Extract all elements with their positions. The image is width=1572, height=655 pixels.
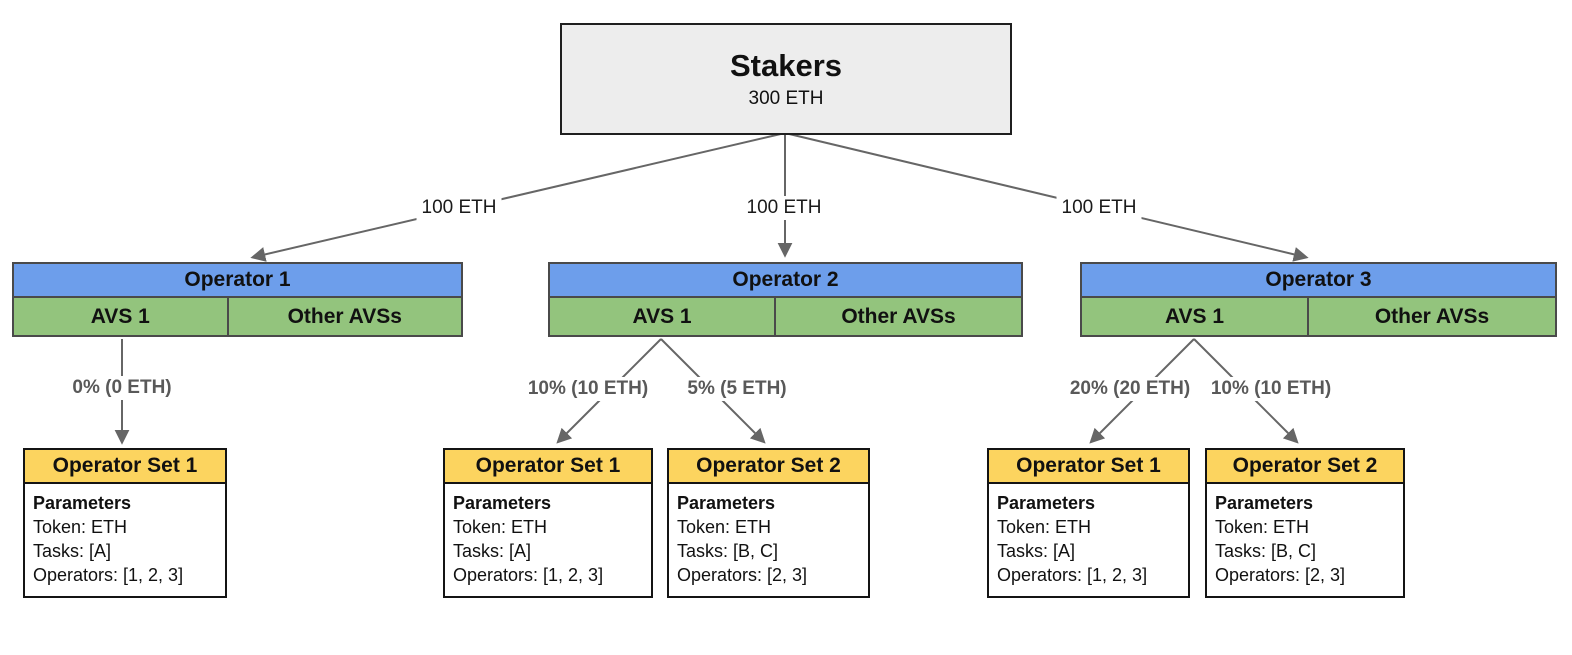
allocation-label-op2-set1: 10% (10 ETH)	[523, 377, 653, 401]
stakers-box: Stakers 300 ETH	[560, 23, 1012, 135]
operator3-avs1-cell: AVS 1	[1082, 298, 1310, 335]
operator2-avs1-cell: AVS 1	[550, 298, 777, 335]
parameters-heading: Parameters	[453, 493, 552, 513]
operator3-other-avss-cell: Other AVSs	[1309, 298, 1555, 335]
edge-stakers-operator3	[784, 132, 1309, 262]
param-operators: Operators: [2, 3]	[677, 565, 808, 585]
allocation-label-op1-set1: 0% (0 ETH)	[68, 376, 176, 400]
operator1-header: Operator 1	[14, 264, 461, 298]
param-operators: Operators: [1, 2, 3]	[997, 565, 1148, 585]
param-token: Token: ETH	[33, 517, 128, 537]
allocation-label-op2-set2: 5% (5 ETH)	[683, 377, 791, 401]
allocation-label-op3-set1: 20% (20 ETH)	[1065, 377, 1195, 401]
stakers-amount: 300 ETH	[748, 88, 824, 109]
allocation-label-op3-set2: 10% (10 ETH)	[1206, 377, 1336, 401]
op3-operator-set-1-title: Operator Set 1	[989, 450, 1188, 484]
parameters-heading: Parameters	[33, 493, 132, 513]
param-tasks: Tasks: [A]	[453, 541, 532, 561]
delegation-label-3: 100 ETH	[1056, 196, 1142, 220]
operator1-box: Operator 1 AVS 1 Other AVSs	[12, 262, 463, 337]
operator2-box: Operator 2 AVS 1 Other AVSs	[548, 262, 1023, 337]
param-token: Token: ETH	[1215, 517, 1310, 537]
op3-operator-set-2-title: Operator Set 2	[1207, 450, 1403, 484]
operator2-other-avss-cell: Other AVSs	[776, 298, 1021, 335]
param-operators: Operators: [1, 2, 3]	[33, 565, 184, 585]
param-operators: Operators: [1, 2, 3]	[453, 565, 604, 585]
op3-operator-set-2-box: Operator Set 2 Parameters Token: ETH Tas…	[1205, 448, 1405, 598]
stakers-title: Stakers	[729, 48, 843, 83]
operator3-header: Operator 3	[1082, 264, 1555, 298]
op3-operator-set-1-box: Operator Set 1 Parameters Token: ETH Tas…	[987, 448, 1190, 598]
operator1-other-avss-cell: Other AVSs	[228, 298, 461, 335]
param-tasks: Tasks: [A]	[997, 541, 1076, 561]
param-operators: Operators: [2, 3]	[1215, 565, 1346, 585]
operator1-avs1-cell: AVS 1	[14, 298, 229, 335]
op2-operator-set-2-box: Operator Set 2 Parameters Token: ETH Tas…	[667, 448, 870, 598]
parameters-heading: Parameters	[677, 493, 776, 513]
param-token: Token: ETH	[997, 517, 1092, 537]
delegation-label-2: 100 ETH	[741, 196, 827, 220]
op1-operator-set-1-title: Operator Set 1	[25, 450, 225, 484]
parameters-heading: Parameters	[1215, 493, 1314, 513]
param-tasks: Tasks: [B, C]	[677, 541, 779, 561]
delegation-label-1: 100 ETH	[416, 196, 502, 220]
param-token: Token: ETH	[677, 517, 772, 537]
op2-operator-set-2-title: Operator Set 2	[669, 450, 868, 484]
param-tasks: Tasks: [A]	[33, 541, 112, 561]
edge-stakers-operator1	[250, 132, 786, 262]
parameters-heading: Parameters	[997, 493, 1096, 513]
param-token: Token: ETH	[453, 517, 548, 537]
op1-operator-set-1-box: Operator Set 1 Parameters Token: ETH Tas…	[23, 448, 227, 598]
op2-operator-set-1-title: Operator Set 1	[445, 450, 651, 484]
operator3-box: Operator 3 AVS 1 Other AVSs	[1080, 262, 1557, 337]
param-tasks: Tasks: [B, C]	[1215, 541, 1317, 561]
op2-operator-set-1-box: Operator Set 1 Parameters Token: ETH Tas…	[443, 448, 653, 598]
operator2-header: Operator 2	[550, 264, 1021, 298]
